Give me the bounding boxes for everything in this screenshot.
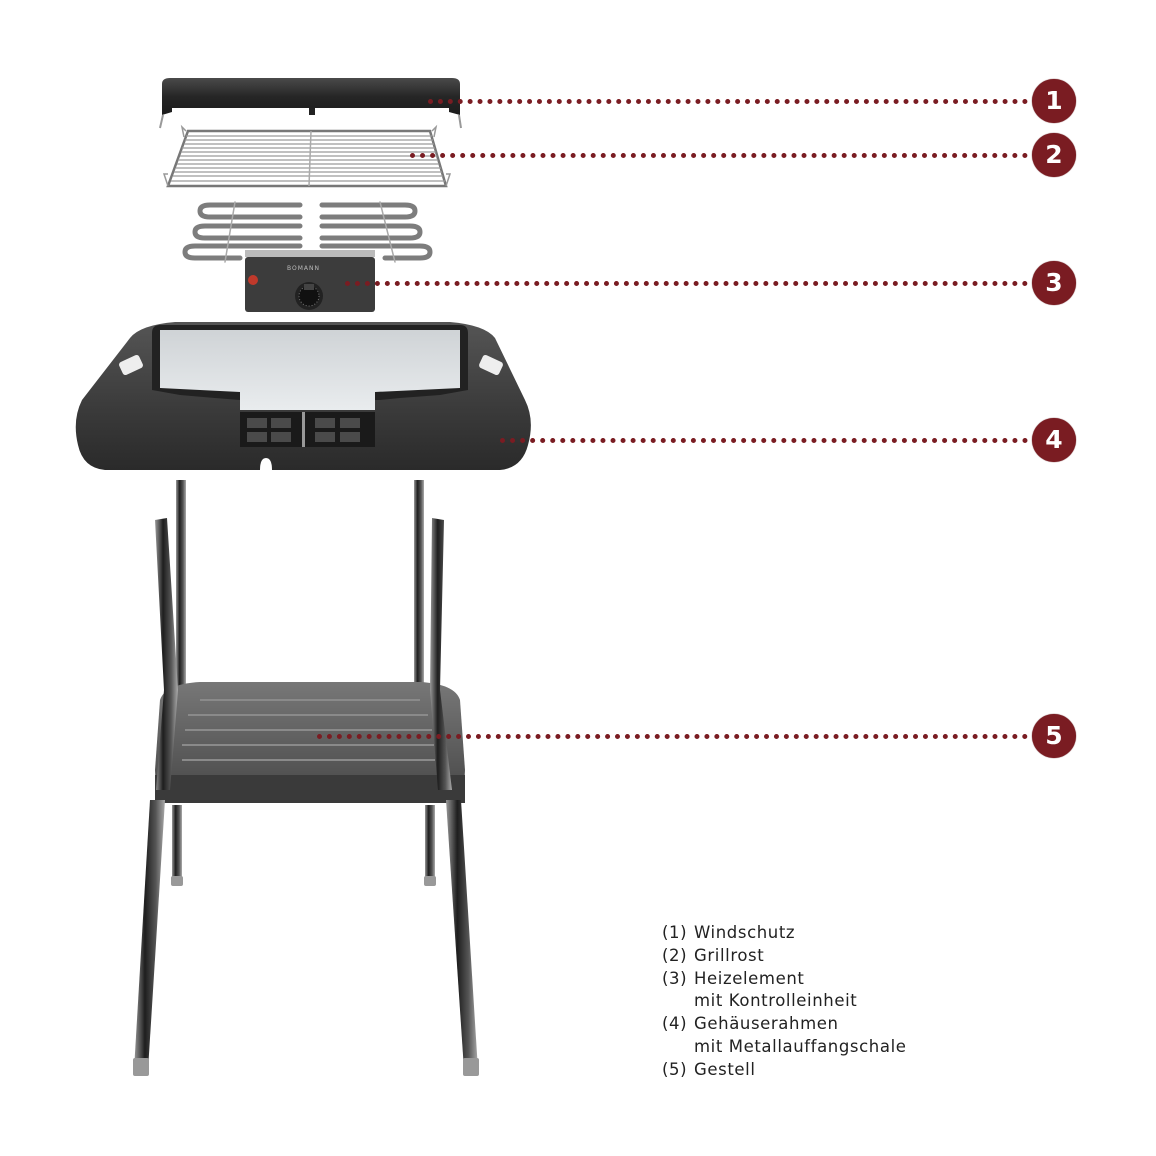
legend-number: (2) — [662, 945, 688, 965]
leader-line-3 — [345, 281, 1028, 286]
leader-line-1 — [428, 99, 1028, 104]
callout-number: 2 — [1045, 140, 1063, 169]
legend-item-3-continuation: mit Kontrolleinheit — [694, 991, 858, 1011]
legend-number: (3) — [662, 968, 688, 988]
legend-number: (1) — [662, 923, 688, 942]
legend-item-3: (3) Heizelement — [662, 968, 907, 991]
callout-badge-3: 3 — [1032, 261, 1076, 305]
legend-number: (4) — [662, 1014, 688, 1034]
legend-item-4: (4) Gehäuserahmen — [662, 1013, 907, 1036]
legend-label: Windschutz — [694, 923, 796, 942]
legend-label: Grillrost — [694, 945, 765, 965]
stand-part — [133, 480, 479, 1076]
legend-label: Gehäuserahmen — [694, 1014, 839, 1034]
callout-number: 1 — [1045, 86, 1063, 115]
callout-number: 5 — [1045, 721, 1063, 750]
windscreen-part — [159, 78, 462, 129]
control-unit-part — [245, 250, 375, 312]
callout-number: 4 — [1045, 425, 1063, 454]
leader-line-4 — [500, 438, 1028, 443]
legend-item-5: (5) Gestell — [662, 1059, 907, 1082]
callout-badge-5: 5 — [1032, 714, 1076, 758]
housing-frame-part — [75, 322, 531, 470]
legend-label: Gestell — [694, 1059, 756, 1079]
grill-rack-part — [162, 124, 452, 188]
callout-number: 3 — [1045, 268, 1063, 297]
legend-label: Heizelement — [694, 968, 805, 988]
parts-legend: (1) Windschutz (2) Grillrost (3) Heizelemen… — [662, 922, 907, 1082]
legend-item-2: (2) Grillrost — [662, 945, 907, 968]
legend-item-4-continuation: mit Metallauffangschale — [694, 1036, 907, 1056]
leader-line-5 — [317, 734, 1028, 739]
callout-badge-4: 4 — [1032, 418, 1076, 462]
legend-number: (5) — [662, 1059, 688, 1079]
heating-element-part — [182, 201, 433, 263]
legend-item-1: (1) Windschutz — [662, 922, 907, 945]
leader-line-2 — [410, 153, 1028, 158]
callout-badge-1: 1 — [1032, 79, 1076, 123]
brand-logo: BOMANN — [287, 265, 320, 272]
callout-badge-2: 2 — [1032, 133, 1076, 177]
